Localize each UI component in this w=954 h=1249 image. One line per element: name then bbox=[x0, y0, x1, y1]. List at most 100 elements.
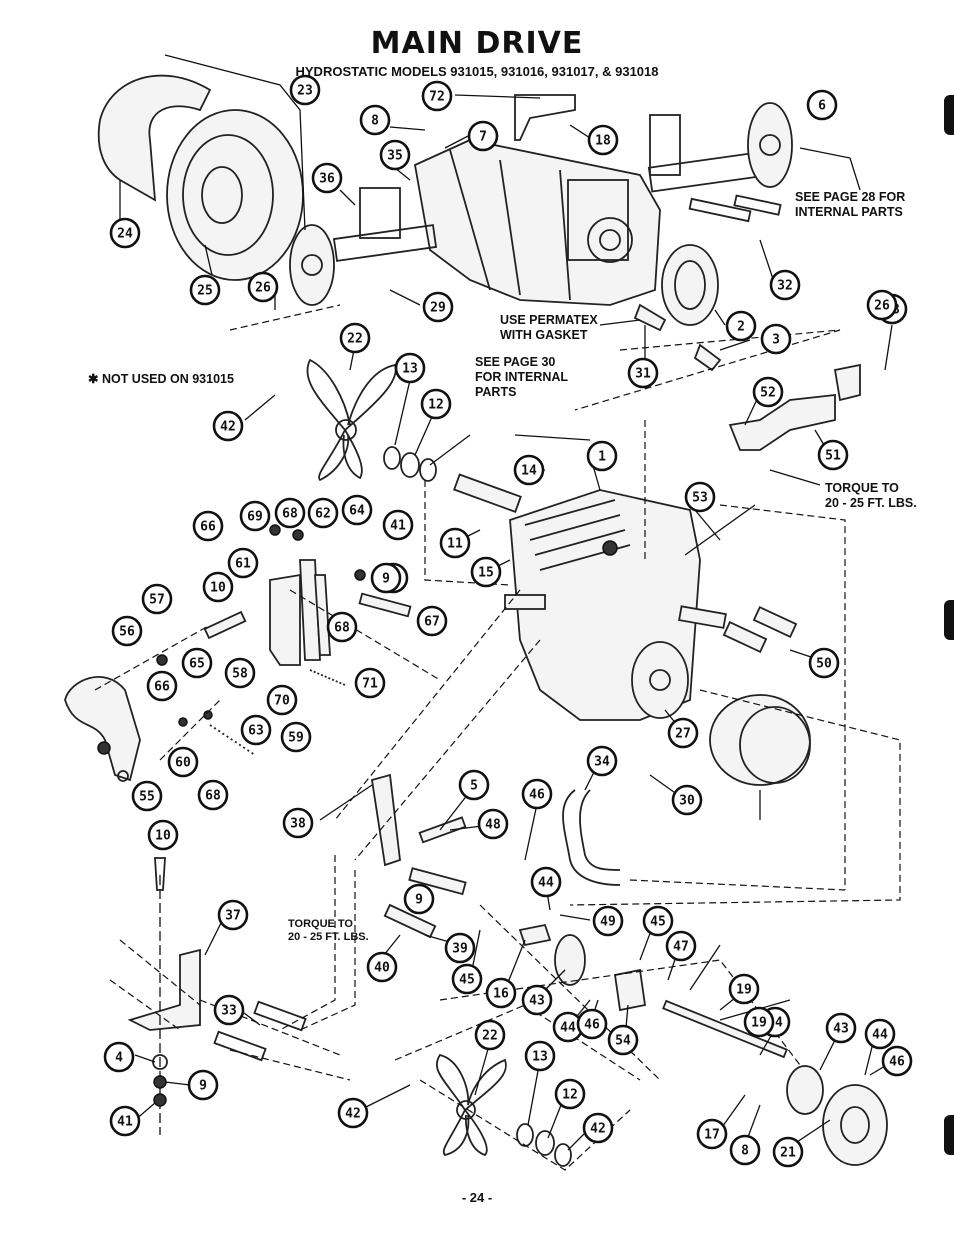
callout-number: 2 bbox=[737, 320, 745, 335]
callout-43: 43 bbox=[825, 1012, 857, 1044]
callout-58: 58 bbox=[224, 657, 256, 689]
note-not-used: ✱ NOT USED ON 931015 bbox=[88, 372, 234, 386]
callout-number: 59 bbox=[288, 731, 304, 746]
callout-circle bbox=[576, 1008, 608, 1040]
callout-circle bbox=[671, 784, 703, 816]
callout-68: 68 bbox=[326, 611, 358, 643]
callout-circle bbox=[667, 717, 699, 749]
callout-39: 39 bbox=[444, 932, 476, 964]
callout-5: 5 bbox=[458, 769, 490, 801]
callout-number: 55 bbox=[139, 790, 155, 805]
callout-46: 46 bbox=[881, 1045, 913, 1077]
callout-circle bbox=[582, 1112, 614, 1144]
callout-46: 46 bbox=[576, 1008, 608, 1040]
callout-number: 45 bbox=[459, 973, 475, 988]
callout-45: 45 bbox=[642, 905, 674, 937]
callout-number: 46 bbox=[584, 1018, 600, 1033]
oil-filter bbox=[709, 694, 811, 786]
callout-circle bbox=[111, 615, 143, 647]
callout-circle bbox=[586, 745, 618, 777]
callout-circle bbox=[760, 323, 792, 355]
callout-circle bbox=[524, 1040, 556, 1072]
callout-circle bbox=[266, 684, 298, 716]
callout-number: 66 bbox=[154, 680, 170, 695]
callout-circle bbox=[289, 74, 321, 106]
callout-number: 10 bbox=[210, 581, 226, 596]
callout-number: 27 bbox=[675, 727, 691, 742]
callout-number: 44 bbox=[560, 1021, 576, 1036]
axle-pins bbox=[688, 194, 782, 223]
callout-circle bbox=[217, 899, 249, 931]
callout-29: 29 bbox=[422, 291, 454, 323]
callout-number: 33 bbox=[221, 1004, 237, 1019]
callout-number: 8 bbox=[371, 114, 379, 129]
callout-circle bbox=[866, 289, 898, 321]
callout-number: 44 bbox=[872, 1028, 888, 1043]
callout-number: 11 bbox=[447, 537, 463, 552]
callout-61: 61 bbox=[227, 547, 259, 579]
callout-6: 6 bbox=[806, 89, 838, 121]
note-see-page-30: SEE PAGE 30 FOR INTERNAL PARTS bbox=[475, 355, 569, 399]
callout-circle bbox=[213, 994, 245, 1026]
callout-37: 37 bbox=[217, 899, 249, 931]
callout-9: 9 bbox=[187, 1069, 219, 1101]
callout-circle bbox=[665, 930, 697, 962]
callout-number: 69 bbox=[247, 510, 263, 525]
callout-circle bbox=[642, 905, 674, 937]
callout-number: 23 bbox=[297, 84, 313, 99]
callout-number: 9 bbox=[382, 572, 390, 587]
callout-circle bbox=[521, 984, 553, 1016]
callout-54: 54 bbox=[607, 1024, 639, 1056]
callout-19: 19 bbox=[728, 973, 760, 1005]
callout-number: 52 bbox=[760, 386, 776, 401]
callout-10: 10 bbox=[202, 571, 234, 603]
callout-number: 46 bbox=[529, 788, 545, 803]
callout-44: 44 bbox=[864, 1018, 896, 1050]
callout-number: 3 bbox=[772, 333, 780, 348]
callout-circle bbox=[772, 1136, 804, 1168]
callout-number: 19 bbox=[736, 983, 752, 998]
callout-circle bbox=[109, 217, 141, 249]
callout-circle bbox=[192, 510, 224, 542]
callout-circle bbox=[420, 388, 452, 420]
callout-circle bbox=[379, 139, 411, 171]
callout-number: 58 bbox=[232, 667, 248, 682]
callout-41: 41 bbox=[382, 509, 414, 541]
callout-number: 48 bbox=[485, 818, 501, 833]
callout-circle bbox=[554, 1078, 586, 1110]
callout-67: 67 bbox=[416, 605, 448, 637]
callout-circle bbox=[239, 500, 271, 532]
callout-27: 27 bbox=[667, 717, 699, 749]
callout-number: 44 bbox=[538, 876, 554, 891]
callout-47: 47 bbox=[665, 930, 697, 962]
cooling-fan-lower bbox=[435, 1053, 572, 1167]
callout-number: 5 bbox=[470, 779, 478, 794]
callout-number: 14 bbox=[521, 464, 537, 479]
callout-circle bbox=[743, 1006, 775, 1038]
callout-56: 56 bbox=[111, 615, 143, 647]
callout-circle bbox=[587, 124, 619, 156]
callout-25: 25 bbox=[189, 274, 221, 306]
callout-35: 35 bbox=[379, 139, 411, 171]
callout-number: 9 bbox=[415, 893, 423, 908]
callout-circle bbox=[474, 1019, 506, 1051]
note-use-permatex: USE PERMATEX WITH GASKET bbox=[500, 313, 598, 342]
callout-18: 18 bbox=[587, 124, 619, 156]
callout-number: 21 bbox=[780, 1146, 796, 1161]
callout-53: 53 bbox=[684, 481, 716, 513]
callout-circle bbox=[416, 605, 448, 637]
callout-13: 13 bbox=[524, 1040, 556, 1072]
wheel-rim bbox=[166, 109, 304, 281]
callout-number: 43 bbox=[833, 1022, 849, 1037]
callout-42: 42 bbox=[212, 410, 244, 442]
callout-number: 47 bbox=[673, 940, 689, 955]
page-title: MAIN DRIVE bbox=[370, 26, 584, 61]
callout-number: 64 bbox=[349, 504, 365, 519]
callout-circle bbox=[627, 357, 659, 389]
callout-number: 18 bbox=[595, 134, 611, 149]
callout-number: 22 bbox=[482, 1029, 498, 1044]
callout-circle bbox=[729, 1134, 761, 1166]
callout-number: 39 bbox=[452, 942, 468, 957]
callout-38: 38 bbox=[282, 807, 314, 839]
